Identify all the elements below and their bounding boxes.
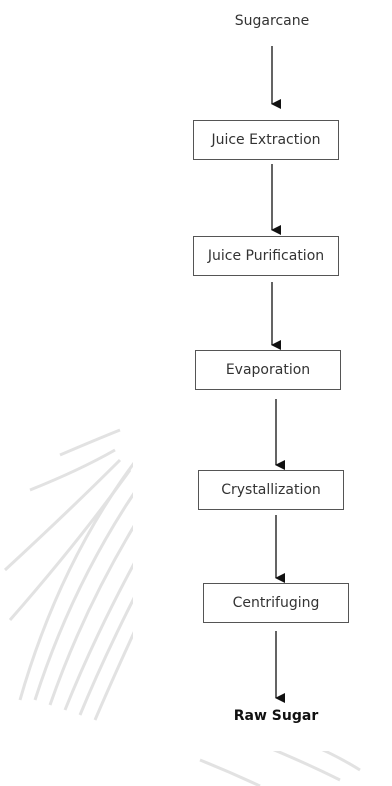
step-crystallization: Crystallization [198, 470, 344, 510]
step-juice-purification: Juice Purification [193, 236, 339, 276]
step-evaporation: Evaporation [195, 350, 341, 390]
step-centrifuging: Centrifuging [203, 583, 349, 623]
start-label: Sugarcane [234, 13, 310, 29]
end-label: Raw Sugar [233, 708, 319, 724]
step-juice-extraction: Juice Extraction [193, 120, 339, 160]
